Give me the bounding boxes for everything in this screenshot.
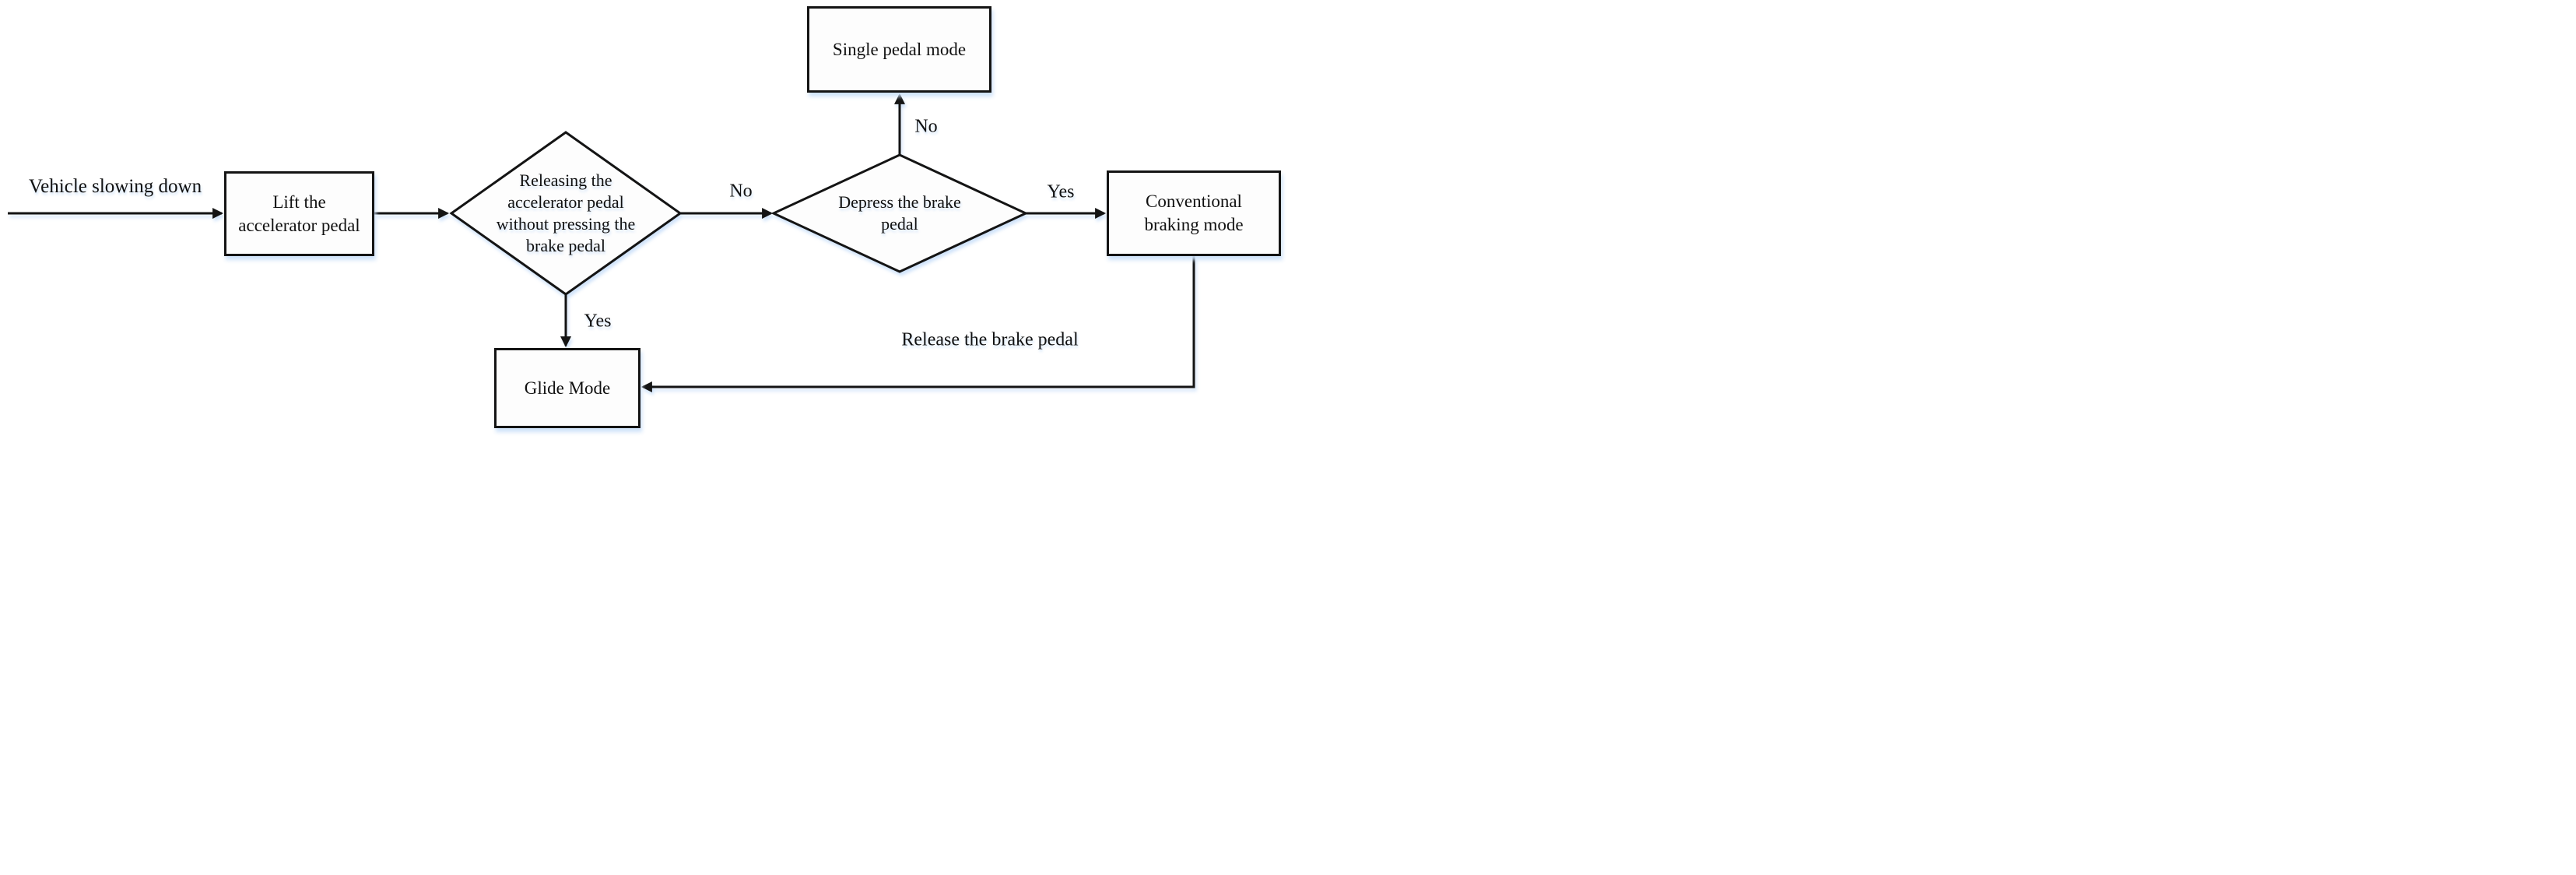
edge-label-release-brake-pedal: Release the brake pedal — [901, 329, 1079, 350]
process-lift-accelerator-pedal: Lift the accelerator pedal — [224, 171, 374, 256]
edge-label-depress-no: No — [914, 116, 938, 137]
terminal-conventional-braking-mode: Conventional braking mode — [1107, 170, 1281, 256]
connector-layer — [8, 93, 1195, 392]
decision-depress-label: Depress the brake pedal — [838, 192, 961, 234]
edge-label-releasing-yes: Yes — [584, 311, 612, 332]
terminal-glide-mode: Glide Mode — [494, 348, 640, 428]
flowchart-canvas: Vehicle slowing down Lift the accelerato… — [0, 0, 1288, 438]
decision-releasing-label: Releasing the accelerator pedal without … — [496, 170, 636, 256]
edge-label-depress-yes: Yes — [1047, 181, 1075, 202]
decision-diamond-depress — [770, 153, 1029, 273]
edge-conventional-to-glide — [640, 256, 1195, 392]
start-label: Vehicle slowing down — [28, 176, 202, 197]
decision-diamond-releasing — [449, 131, 683, 296]
terminal-single-pedal-mode: Single pedal mode — [807, 6, 991, 93]
edge-label-releasing-no: No — [729, 181, 753, 202]
